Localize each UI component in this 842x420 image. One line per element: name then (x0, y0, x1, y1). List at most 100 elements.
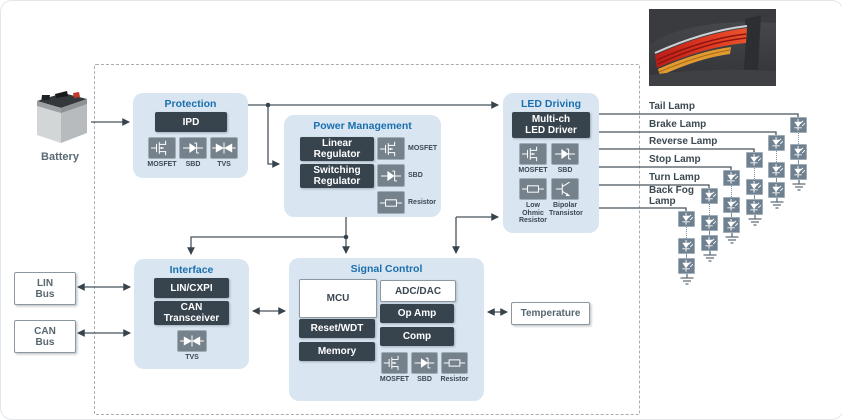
chain-dotted-connector (798, 133, 799, 144)
can-transceiver-chip[interactable]: CAN Transceiver (154, 301, 229, 325)
led-icon (701, 215, 718, 231)
led-driving-title: LED Driving (520, 98, 582, 110)
tvs-icon (177, 330, 207, 352)
sbd-icon (411, 352, 438, 374)
led-icon (723, 217, 740, 233)
can-bus-box: CAN Bus (14, 320, 76, 353)
ground-icon (770, 198, 783, 209)
multi-ch-led-driver-chip[interactable]: Multi-ch LED Driver (512, 112, 590, 138)
power-management-title: Power Management (313, 120, 412, 132)
tvs-icon-label: TVS (185, 354, 199, 361)
chain-dotted-connector (686, 227, 687, 238)
bipolar-transistor-icon (551, 178, 579, 200)
led-icon (790, 117, 807, 133)
stop-lamp-led-chain (723, 170, 740, 246)
reverse-lamp-led-chain (746, 152, 763, 228)
led-icon (701, 188, 718, 204)
ground-icon (680, 274, 693, 285)
led-icon (723, 197, 740, 213)
lin-bus-box: LIN Bus (14, 272, 76, 305)
mosfet-icon (381, 352, 408, 374)
memory-chip[interactable]: Memory (299, 342, 375, 361)
op-amp-chip[interactable]: Op Amp (380, 304, 454, 323)
ipd-chip[interactable]: IPD (155, 112, 227, 132)
sbd-icon (377, 164, 405, 187)
led-icon (678, 211, 695, 227)
led-icon (701, 235, 718, 251)
sbd-icon (551, 143, 579, 165)
signal-control-title: Signal Control (350, 263, 423, 275)
sbd-icon-label: SBD (417, 376, 432, 383)
reverse-lamp-label: Reverse Lamp (649, 136, 718, 147)
ground-icon (725, 233, 738, 244)
brake-lamp-label: Brake Lamp (649, 119, 707, 130)
protection-title: Protection (164, 98, 217, 110)
signal-control-block: Signal Control MCU ADC/DAC Op Amp Reset/… (289, 258, 484, 401)
lin-cxpi-chip[interactable]: LIN/CXPI (154, 278, 229, 298)
tail-lamp-led-chain (790, 117, 807, 193)
led-icon (790, 144, 807, 160)
reset-wdt-chip[interactable]: Reset/WDT (299, 319, 375, 338)
mosfet-icon-label: MOSFET (379, 376, 410, 383)
mcu-chip[interactable]: MCU (299, 279, 377, 318)
resistor-icon (441, 352, 468, 374)
low-ohmic-resistor-label: Low Ohmic Resistor (518, 202, 547, 224)
led-icon (723, 170, 740, 186)
chain-connector (709, 231, 710, 235)
tvs-icon (210, 137, 238, 159)
low-ohmic-resistor-icon (519, 178, 547, 200)
sbd-icon (179, 137, 207, 159)
chain-connector (754, 195, 755, 199)
led-icon (790, 164, 807, 180)
led-icon (746, 152, 763, 168)
ground-icon (792, 180, 805, 191)
chain-connector (776, 178, 777, 182)
ground-icon (703, 251, 716, 262)
switching-regulator-chip[interactable]: Switching Regulator (300, 164, 374, 188)
chain-dotted-connector (754, 168, 755, 179)
chain-connector (731, 213, 732, 217)
battery-label: Battery (41, 151, 79, 163)
mosfet-icon (377, 137, 405, 160)
comp-chip[interactable]: Comp (380, 327, 454, 346)
sbd-icon-label: SBD (557, 167, 573, 174)
temperature-box: Temperature (511, 302, 590, 325)
stop-lamp-label: Stop Lamp (649, 154, 701, 165)
led-icon (768, 135, 785, 151)
chain-dotted-connector (709, 204, 710, 215)
ground-icon (748, 215, 761, 226)
system-boundary (94, 64, 640, 415)
led-icon (768, 182, 785, 198)
power-management-block: Power Management Linear Regulator Switch… (284, 115, 441, 217)
back-fog-lamp-label: Back Fog Lamp (649, 185, 695, 207)
interface-block: Interface LIN/CXPI CAN Transceiver TVS (134, 259, 249, 369)
led-icon (678, 238, 695, 254)
led-icon (746, 199, 763, 215)
tail-lamp-label: Tail Lamp (649, 101, 695, 112)
sbd-icon-label: SBD (185, 161, 201, 168)
mosfet-icon (148, 137, 176, 159)
turn-lamp-label: Turn Lamp (649, 172, 700, 183)
linear-regulator-chip[interactable]: Linear Regulator (300, 137, 374, 161)
led-icon (768, 162, 785, 178)
mosfet-icon (519, 143, 547, 165)
tvs-icon-label: TVS (217, 161, 231, 168)
mosfet-icon-label: MOSFET (408, 145, 438, 152)
led-icon (678, 258, 695, 274)
bipolar-transistor-label: Bipolar Transistor (549, 202, 583, 217)
chain-dotted-connector (776, 151, 777, 162)
led-driving-block: LED Driving Multi-ch LED Driver MOSFET S… (503, 93, 599, 233)
resistor-icon-label: Resistor (440, 376, 469, 383)
resistor-icon (377, 191, 405, 214)
tail-lamp-photo (649, 9, 776, 86)
mosfet-icon-label: MOSFET (518, 167, 548, 174)
interface-title: Interface (169, 264, 214, 276)
battery-image (27, 85, 93, 149)
turn-lamp-led-chain (701, 188, 718, 264)
protection-block: Protection IPD MOSFET SBD TVS (133, 93, 248, 178)
resistor-icon-label: Resistor (408, 199, 437, 206)
adc-dac-chip[interactable]: ADC/DAC (380, 280, 456, 302)
brake-lamp-led-chain (768, 135, 785, 211)
back-fog-lamp-led-chain (678, 211, 695, 287)
